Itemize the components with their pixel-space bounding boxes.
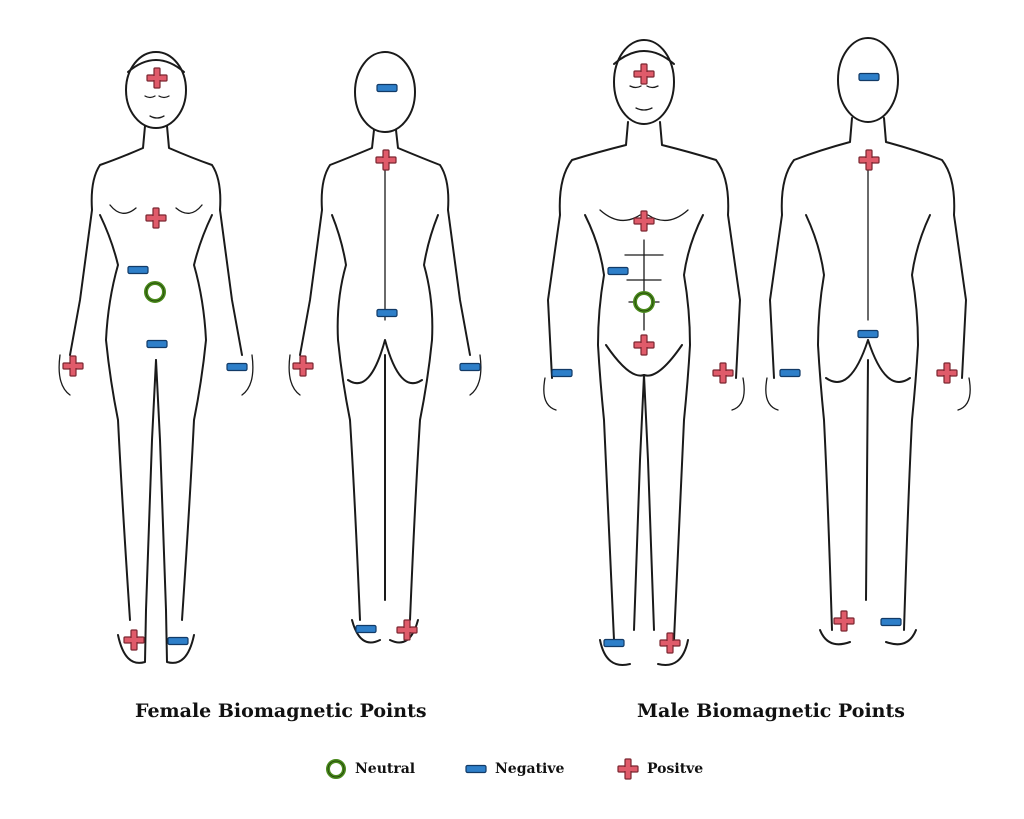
negative-marker bbox=[128, 267, 148, 274]
negative-marker bbox=[780, 370, 800, 377]
positive-marker bbox=[63, 356, 83, 376]
neutral-marker bbox=[146, 283, 164, 301]
negative-icon bbox=[465, 758, 487, 780]
positive-marker bbox=[937, 363, 957, 383]
negative-marker bbox=[168, 638, 188, 645]
body-figures bbox=[0, 0, 1024, 690]
positive-marker bbox=[146, 208, 166, 228]
negative-marker bbox=[881, 619, 901, 626]
negative-marker bbox=[604, 640, 624, 647]
legend-item-positive: Positve bbox=[617, 757, 703, 781]
positive-marker bbox=[376, 150, 396, 170]
positive-marker bbox=[293, 356, 313, 376]
positive-marker bbox=[834, 611, 854, 631]
positive-icon bbox=[617, 758, 639, 780]
legend-item-neutral: Neutral bbox=[325, 757, 415, 781]
negative-marker bbox=[147, 341, 167, 348]
negative-marker bbox=[356, 626, 376, 633]
male-back-figure bbox=[766, 38, 970, 644]
negative-marker bbox=[552, 370, 572, 377]
negative-marker bbox=[227, 364, 247, 371]
female-caption: Female Biomagnetic Points bbox=[135, 700, 427, 722]
positive-marker bbox=[147, 68, 167, 88]
legend-label-negative: Negative bbox=[495, 761, 564, 777]
positive-marker bbox=[713, 363, 733, 383]
positive-marker bbox=[859, 150, 879, 170]
legend-item-negative: Negative bbox=[465, 757, 564, 781]
legend-label-neutral: Neutral bbox=[355, 761, 415, 777]
female-front-figure bbox=[59, 52, 253, 663]
negative-marker bbox=[608, 268, 628, 275]
positive-marker bbox=[634, 335, 654, 355]
male-caption: Male Biomagnetic Points bbox=[637, 700, 905, 722]
positive-marker bbox=[124, 630, 144, 650]
positive-marker bbox=[634, 211, 654, 231]
negative-marker bbox=[460, 364, 480, 371]
negative-marker bbox=[859, 74, 879, 81]
negative-marker bbox=[377, 85, 397, 92]
negative-marker bbox=[858, 331, 878, 338]
neutral-icon bbox=[325, 758, 347, 780]
positive-marker bbox=[634, 64, 654, 84]
female-back-figure bbox=[289, 52, 481, 643]
negative-marker bbox=[377, 310, 397, 317]
legend-label-positive: Positve bbox=[647, 761, 703, 777]
positive-marker bbox=[397, 620, 417, 640]
neutral-marker bbox=[635, 293, 653, 311]
positive-marker bbox=[660, 633, 680, 653]
